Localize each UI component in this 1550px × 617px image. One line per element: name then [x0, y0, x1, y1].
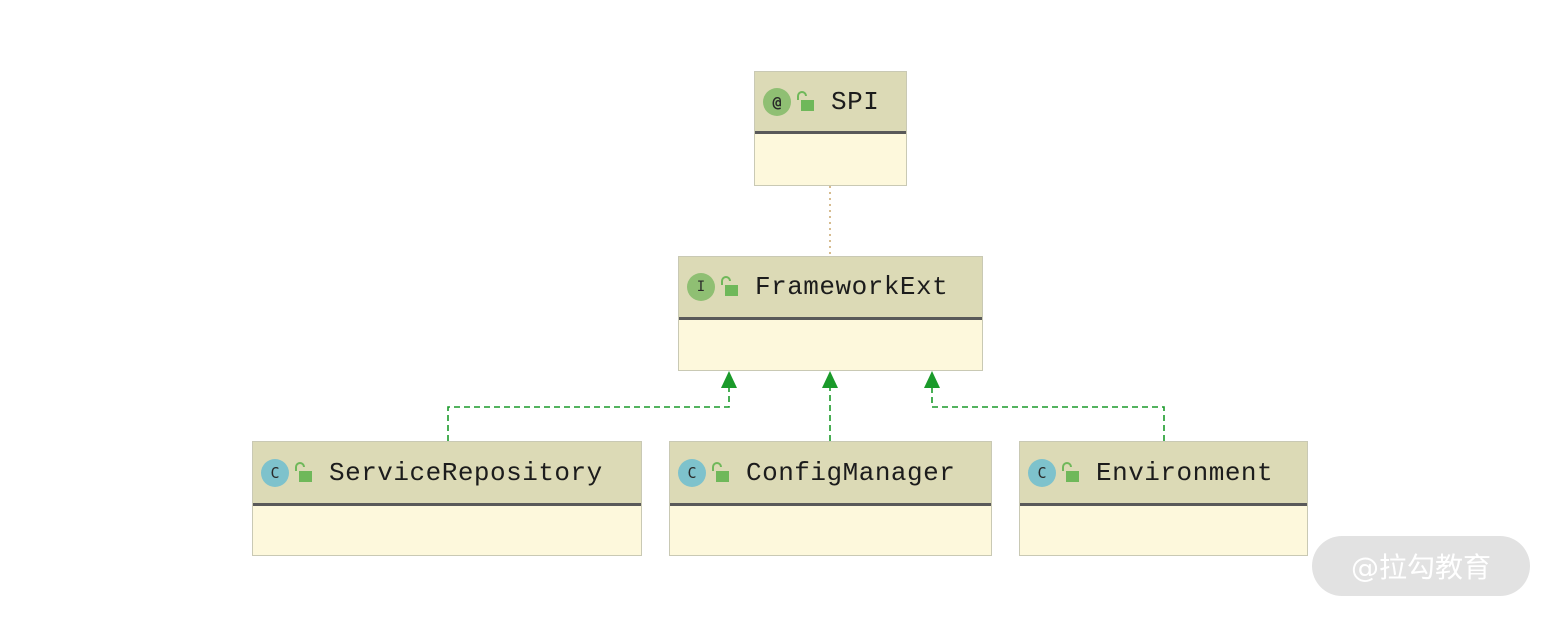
framework-ext-node-header: I FrameworkExt — [679, 257, 982, 320]
spi-node-header: @ SPI — [755, 72, 906, 134]
implements-edge-service-repository — [447, 386, 730, 441]
watermark: @拉勾教育 — [1312, 536, 1530, 596]
implements-arrowhead — [924, 371, 940, 388]
environment-node-header: C Environment — [1020, 442, 1307, 506]
unlock-icon — [295, 461, 312, 482]
spi-node[interactable]: @ SPI — [754, 71, 907, 186]
class-icon: C — [261, 458, 289, 487]
unlock-icon — [797, 90, 814, 111]
service-repository-node-name: ServiceRepository — [329, 457, 603, 488]
service-repository-node-header: C ServiceRepository — [253, 442, 641, 506]
framework-ext-node[interactable]: I FrameworkExt — [678, 256, 983, 371]
annotation-icon: @ — [763, 87, 791, 116]
spi-node-name: SPI — [831, 86, 880, 117]
class-icon: C — [678, 458, 706, 487]
unlock-icon — [1062, 461, 1079, 482]
unlock-icon — [721, 276, 738, 296]
config-manager-node-header: C ConfigManager — [670, 442, 991, 506]
environment-node-name: Environment — [1096, 457, 1274, 488]
config-manager-node[interactable]: C ConfigManager — [669, 441, 992, 556]
config-manager-node-name: ConfigManager — [746, 457, 956, 488]
implements-edge-environment — [931, 386, 1165, 441]
unlock-icon — [712, 461, 729, 482]
implements-arrowhead — [721, 371, 737, 388]
interface-icon: I — [687, 273, 715, 301]
environment-node[interactable]: C Environment — [1019, 441, 1308, 556]
framework-ext-node-name: FrameworkExt — [755, 272, 949, 302]
implements-arrowhead — [822, 371, 838, 388]
class-icon: C — [1028, 458, 1056, 487]
service-repository-node[interactable]: C ServiceRepository — [252, 441, 642, 556]
